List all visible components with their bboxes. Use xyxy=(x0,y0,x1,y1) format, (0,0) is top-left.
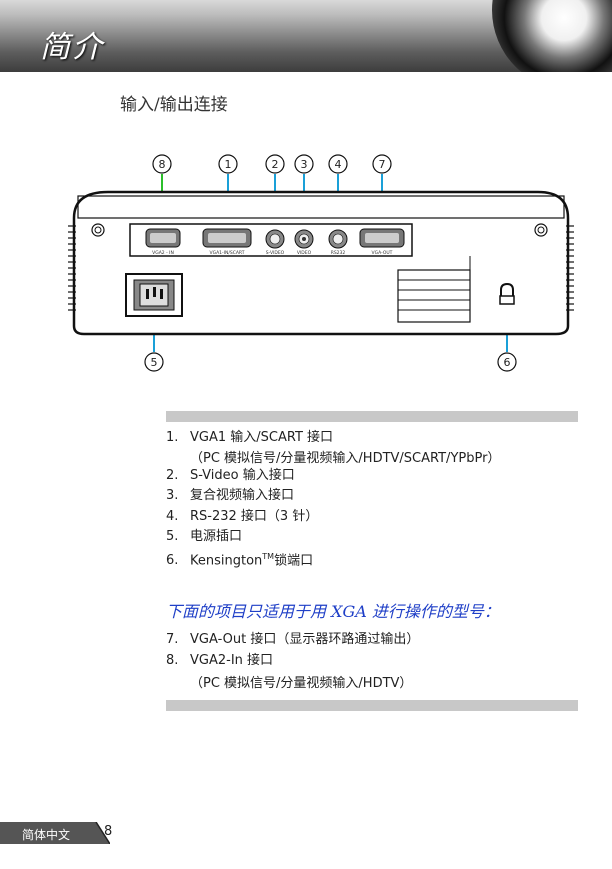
port-label-rs232: RS232 xyxy=(331,250,346,256)
list-item-2: 2.S-Video 输入接口 xyxy=(166,468,295,483)
port-label-video: VIDEO xyxy=(297,250,312,256)
list-item-1: 1.VGA1 输入/SCART 接口 xyxy=(166,430,334,445)
list-item-5: 5.电源插口 xyxy=(166,529,243,544)
port-label-vga1: VGA1-IN/SCART xyxy=(210,250,245,256)
svg-text:4: 4 xyxy=(335,158,342,171)
svg-text:2: 2 xyxy=(272,158,279,171)
port-label-vga2: VGA2 - IN xyxy=(152,250,174,256)
left-vent xyxy=(68,225,76,311)
svg-text:3: 3 xyxy=(301,158,308,171)
callout-3: 3 xyxy=(294,154,314,174)
projector-rear-diagram: VGA2 - IN VGA1-IN/SCART S-VIDEO VIDEO RS… xyxy=(68,154,574,372)
svg-text:7: 7 xyxy=(379,158,386,171)
separator-bar-top xyxy=(166,411,578,422)
page-number: 8 xyxy=(104,824,113,839)
separator-bar-bottom xyxy=(166,700,578,711)
exhaust-vent xyxy=(397,269,471,323)
svg-text:5: 5 xyxy=(151,356,158,369)
kensington-lock-icon xyxy=(499,282,515,305)
list-item-1-detail: （PC 模拟信号/分量视频输入/HDTV/SCART/YPbPr） xyxy=(190,451,501,466)
svg-text:1: 1 xyxy=(225,158,232,171)
lens-graphic xyxy=(492,0,612,72)
callout-5: 5 xyxy=(144,352,164,372)
svg-text:6: 6 xyxy=(504,356,511,369)
footer-language-tab xyxy=(0,822,110,844)
list-item-8: 8.VGA2-In 接口 xyxy=(166,653,274,668)
list-item-4: 4.RS-232 接口（3 针） xyxy=(166,509,319,524)
projector-top-band xyxy=(77,195,565,219)
callout-1: 1 xyxy=(218,154,238,174)
list-item-3: 3.复合视频输入接口 xyxy=(166,488,295,503)
xga-notice: 下面的项目只适用于用 XGA 进行操作的型号： xyxy=(166,602,500,621)
list-item-6: 6.KensingtonTM锁端口 xyxy=(166,552,314,569)
port-label-vga-out: VGA-OUT xyxy=(372,250,393,256)
section-title: 输入/输出连接 xyxy=(120,95,228,115)
callout-6: 6 xyxy=(497,352,517,372)
footer-language-label: 简体中文 xyxy=(22,828,71,842)
list-item-7: 7.VGA-Out 接口（显示器环路通过输出） xyxy=(166,632,420,647)
list-item-8-detail: （PC 模拟信号/分量视频输入/HDTV） xyxy=(190,676,413,691)
callout-8: 8 xyxy=(152,154,172,174)
page-title: 简介 xyxy=(40,30,104,65)
svg-text:8: 8 xyxy=(159,158,166,171)
port-label-s-video: S-VIDEO xyxy=(266,250,285,256)
callout-2: 2 xyxy=(265,154,285,174)
page-header: 简介 xyxy=(0,0,612,72)
right-vent xyxy=(566,225,574,311)
callout-7: 7 xyxy=(372,154,392,174)
callout-4: 4 xyxy=(328,154,348,174)
